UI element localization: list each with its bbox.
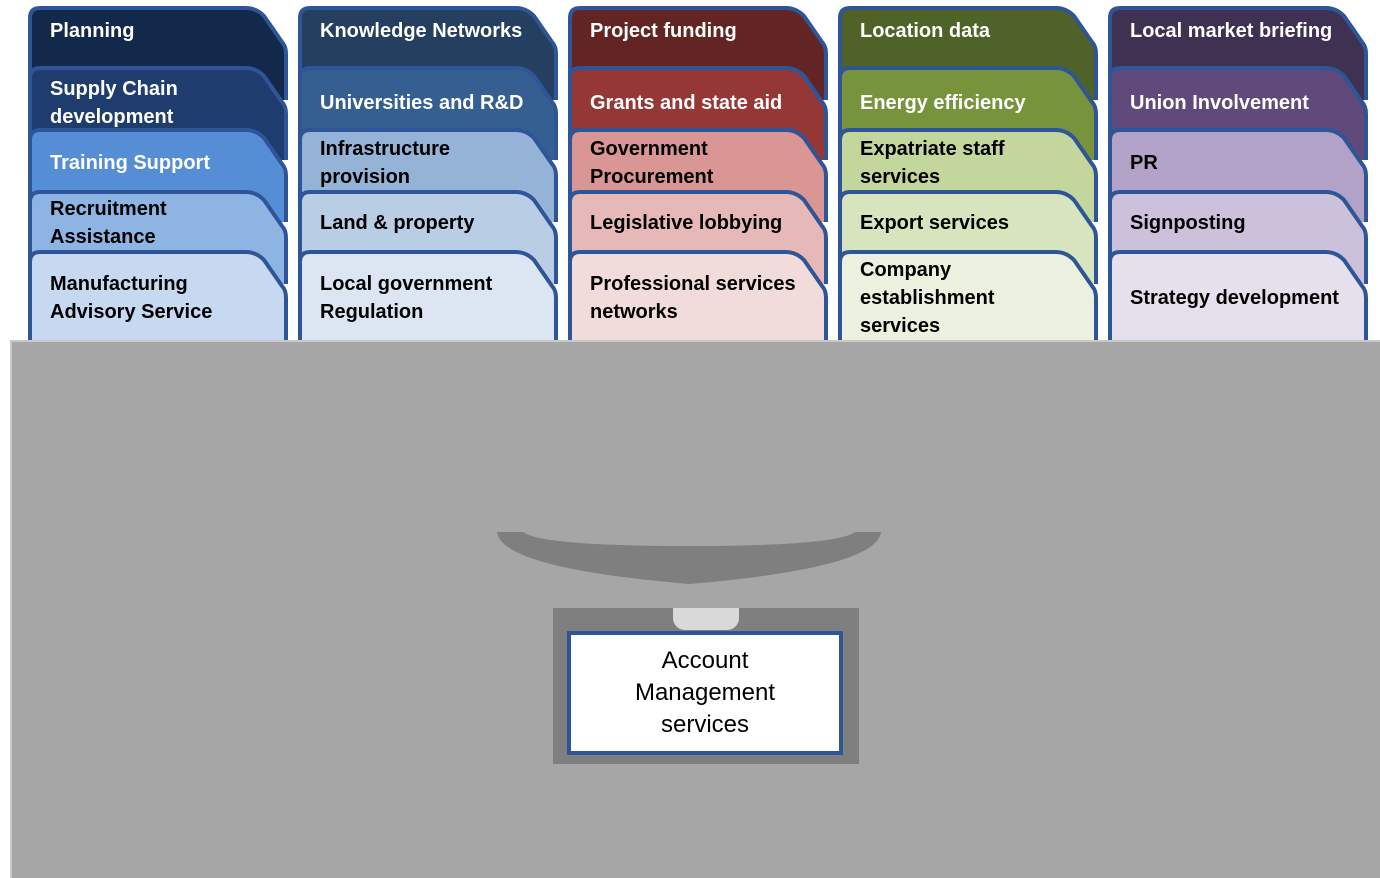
tab-label: Legislative lobbying xyxy=(590,212,783,234)
tab-label: Expatriate staff services xyxy=(860,138,1005,188)
tab-label: Recruitment Assistance xyxy=(50,198,167,248)
tab-label: Location data xyxy=(860,20,991,42)
label-holder-clip xyxy=(673,608,739,630)
tab-label: Project funding xyxy=(590,20,737,42)
tab-label: Local market briefing xyxy=(1130,20,1333,42)
folder-tab-4-5[interactable] xyxy=(838,250,1098,344)
drawer-handle-shape xyxy=(497,532,881,584)
tab-label: Land & property xyxy=(320,212,475,234)
drawer-label: Account Management services xyxy=(634,647,776,738)
tab-label: Government Procurement xyxy=(590,138,714,188)
folder-tab-1-5[interactable] xyxy=(28,250,288,344)
tab-label: Universities and R&D xyxy=(320,92,524,114)
drawer-handle[interactable] xyxy=(497,532,881,588)
tab-label: Grants and state aid xyxy=(590,92,783,114)
tab-label: Export services xyxy=(860,212,1009,234)
tab-label: Training Support xyxy=(50,152,210,174)
tab-label: Signposting xyxy=(1130,212,1246,234)
tab-label: Local government Regulation xyxy=(320,273,493,323)
folder-tab-2-5[interactable] xyxy=(298,250,558,344)
tab-label: Strategy development xyxy=(1130,287,1339,309)
tab-label: Company establishment services xyxy=(860,259,995,337)
tab-label: Energy efficiency xyxy=(860,92,1026,114)
drawer-label-card: Account Management services xyxy=(567,631,843,755)
tab-label: PR xyxy=(1130,152,1158,174)
folder-tab-3-5[interactable] xyxy=(568,250,828,344)
tab-label: Infrastructure provision xyxy=(320,138,451,188)
folder-tab-5-5[interactable] xyxy=(1108,250,1368,344)
tab-label: Supply Chain development xyxy=(50,78,178,128)
tab-label: Knowledge Networks xyxy=(320,20,523,42)
tab-label: Planning xyxy=(50,20,135,42)
tab-label: Professional services networks xyxy=(590,273,796,323)
tab-label: Union Involvement xyxy=(1130,92,1309,114)
tab-label: Manufacturing Advisory Service xyxy=(50,273,213,323)
